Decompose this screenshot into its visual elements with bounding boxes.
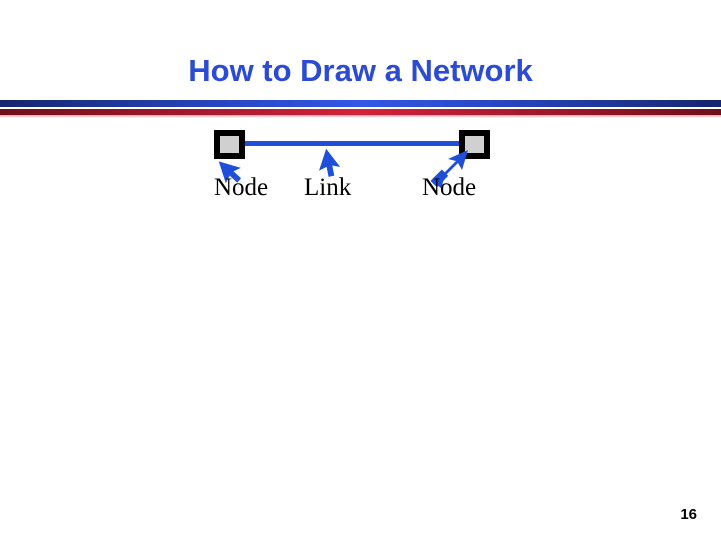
network-diagram-svg [214, 130, 490, 188]
divider-shadow [0, 115, 721, 118]
network-link [243, 141, 463, 146]
arrow-to-node-right-icon [430, 150, 468, 188]
node-left-fill [220, 136, 239, 153]
divider-red-bar [0, 109, 721, 115]
network-node-left [214, 130, 245, 159]
divider-gap [0, 107, 721, 109]
arrow-to-node-left-icon [218, 161, 242, 184]
divider-blue-bar [0, 100, 721, 107]
title-divider [0, 100, 721, 118]
page-title: How to Draw a Network [188, 53, 533, 88]
page-number: 16 [680, 506, 697, 523]
label-node-right: Node [422, 174, 477, 201]
label-link: Link [304, 174, 352, 201]
network-diagram [0, 118, 721, 218]
arrow-to-link-icon [319, 148, 341, 177]
node-right-fill [465, 136, 484, 153]
label-node-left: Node [214, 174, 269, 201]
